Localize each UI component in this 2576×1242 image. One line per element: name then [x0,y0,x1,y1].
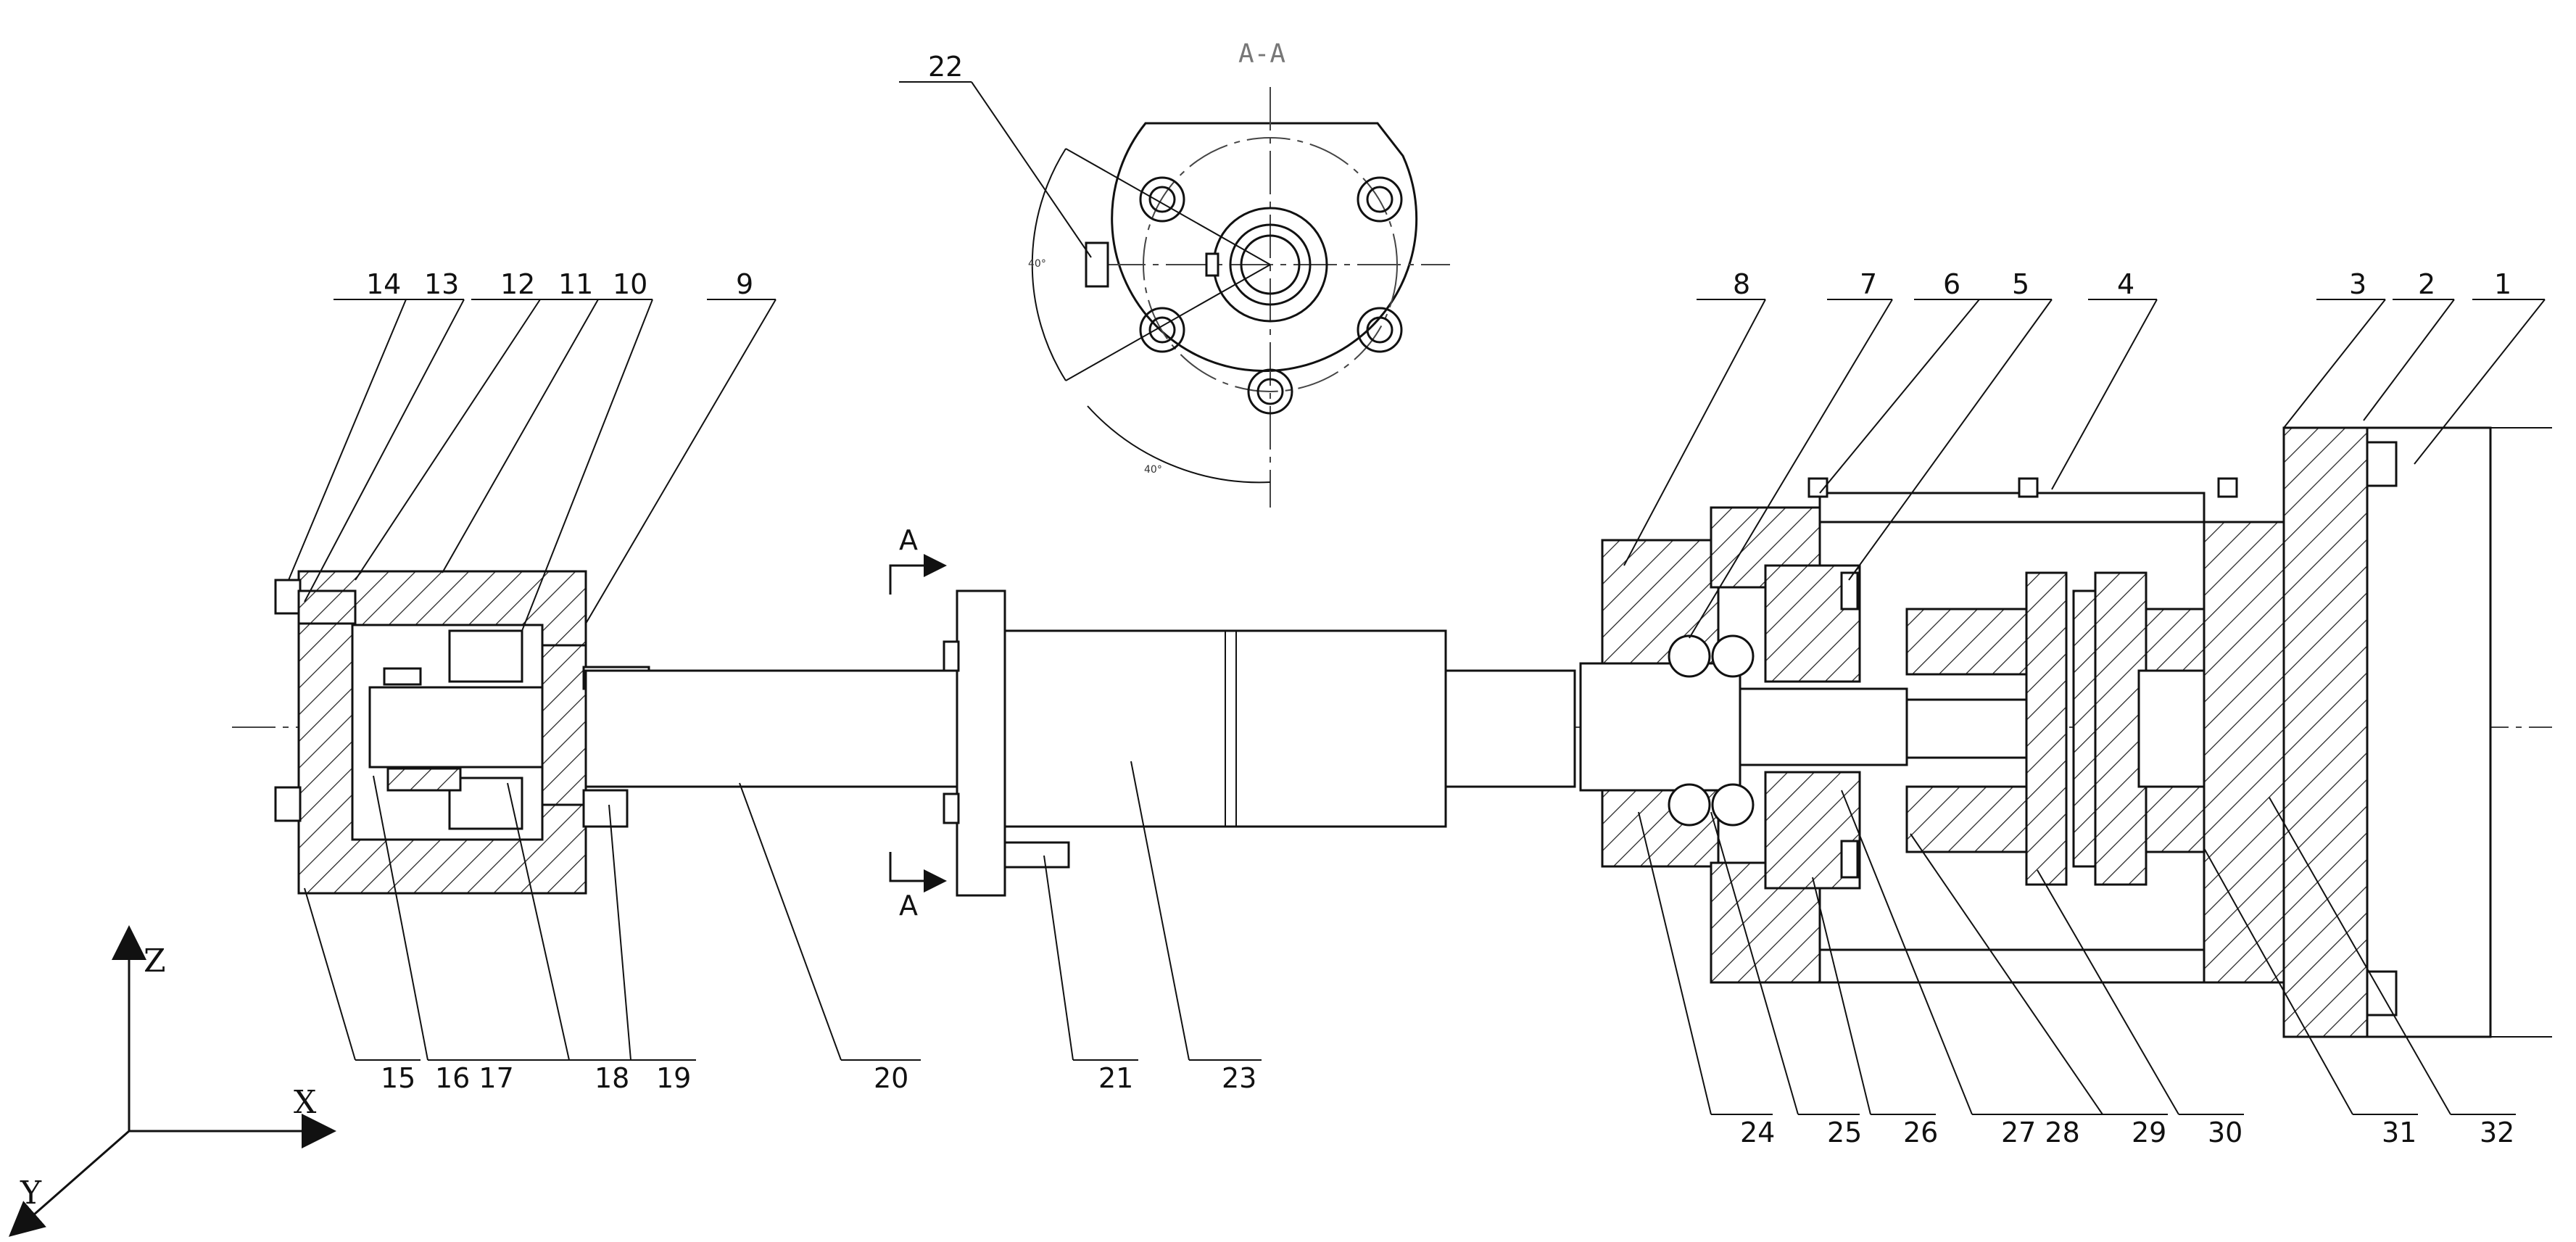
cut-mark-top: A [899,524,918,556]
right-gear-housing [1579,426,2552,1038]
part-label-26: 26 [1903,1117,1938,1148]
part-label-27-28: 27 28 [2001,1117,2080,1148]
leader-line [739,782,842,1061]
part-label-16-17: 16 17 [435,1062,514,1094]
leader-line [373,775,428,1061]
part-label-3: 3 [2349,268,2366,300]
part-label-14: 14 [366,268,401,300]
section-title: A-A [1238,39,1285,69]
leader-line [2051,299,2158,490]
leader-line [304,887,356,1061]
part-label-23: 23 [1222,1062,1256,1094]
left-bearing-housing [274,570,650,895]
cut-mark-bottom: A [899,890,918,922]
leader-line [1910,833,2103,1115]
leader-line [2269,797,2451,1115]
motor-23-with-flange-21 [943,589,1576,897]
part-label-9: 9 [736,268,753,300]
leader-line [1638,811,1712,1115]
part-label-13: 13 [424,268,459,300]
leader-line [507,782,570,1061]
leader-line [355,299,541,581]
part-label-31: 31 [2382,1117,2416,1148]
leader-line [304,299,465,603]
part-label-32: 32 [2480,1117,2514,1148]
part-label-19: 19 [656,1062,691,1094]
leader-line [442,299,599,574]
leader-line [1623,299,1766,566]
leader-line [288,299,407,581]
leader-line [971,81,1092,258]
leader-line [585,299,776,624]
part-label-8: 8 [1733,268,1750,300]
part-label-11: 11 [558,268,593,300]
leader-line [1812,877,1871,1115]
part-label-10: 10 [613,268,647,300]
leader-line [2283,299,2386,429]
leader-line [2037,869,2179,1115]
section-cut-marks: A A [889,524,947,922]
leader-line [1130,761,1190,1061]
leader-line [608,804,631,1061]
part-label-12: 12 [500,268,535,300]
section-view-a-a: A-A 40° 40° [1028,39,1450,508]
leader-line [1841,790,1973,1115]
axis-z-label: Z [144,943,166,980]
leader-line [1819,299,1980,494]
part-label-24: 24 [1740,1117,1775,1148]
leader-line [2203,848,2353,1115]
part-label-22: 22 [928,51,963,83]
part-label-29: 29 [2132,1117,2166,1148]
part-label-4: 4 [2117,268,2134,300]
axis-y-label: Y [20,1175,42,1212]
coordinate-axes: Z X Y [8,925,336,1237]
axis-x-label: X [294,1084,317,1121]
angle-label-side: 40° [1028,258,1046,270]
part-label-1: 1 [2494,268,2511,300]
leader-line [2363,299,2455,421]
part-label-6: 6 [1943,268,1960,300]
part-label-21: 21 [1098,1062,1133,1094]
leader-line [2414,299,2546,465]
leader-line [1710,811,1799,1115]
part-label-18: 18 [595,1062,629,1094]
part-label-5: 5 [2012,268,2029,300]
shaft-20 [584,669,973,788]
part-label-7: 7 [1860,268,1877,300]
part-label-25: 25 [1827,1117,1862,1148]
angle-label-bottom: 40° [1144,464,1162,476]
leader-line [1848,299,2053,581]
part-label-15: 15 [381,1062,415,1094]
leader-line [1043,855,1074,1061]
part-label-2: 2 [2418,268,2435,300]
part-label-30: 30 [2208,1117,2242,1148]
part-label-20: 20 [874,1062,908,1094]
leader-line [1689,299,1893,639]
leader-line [521,299,653,632]
